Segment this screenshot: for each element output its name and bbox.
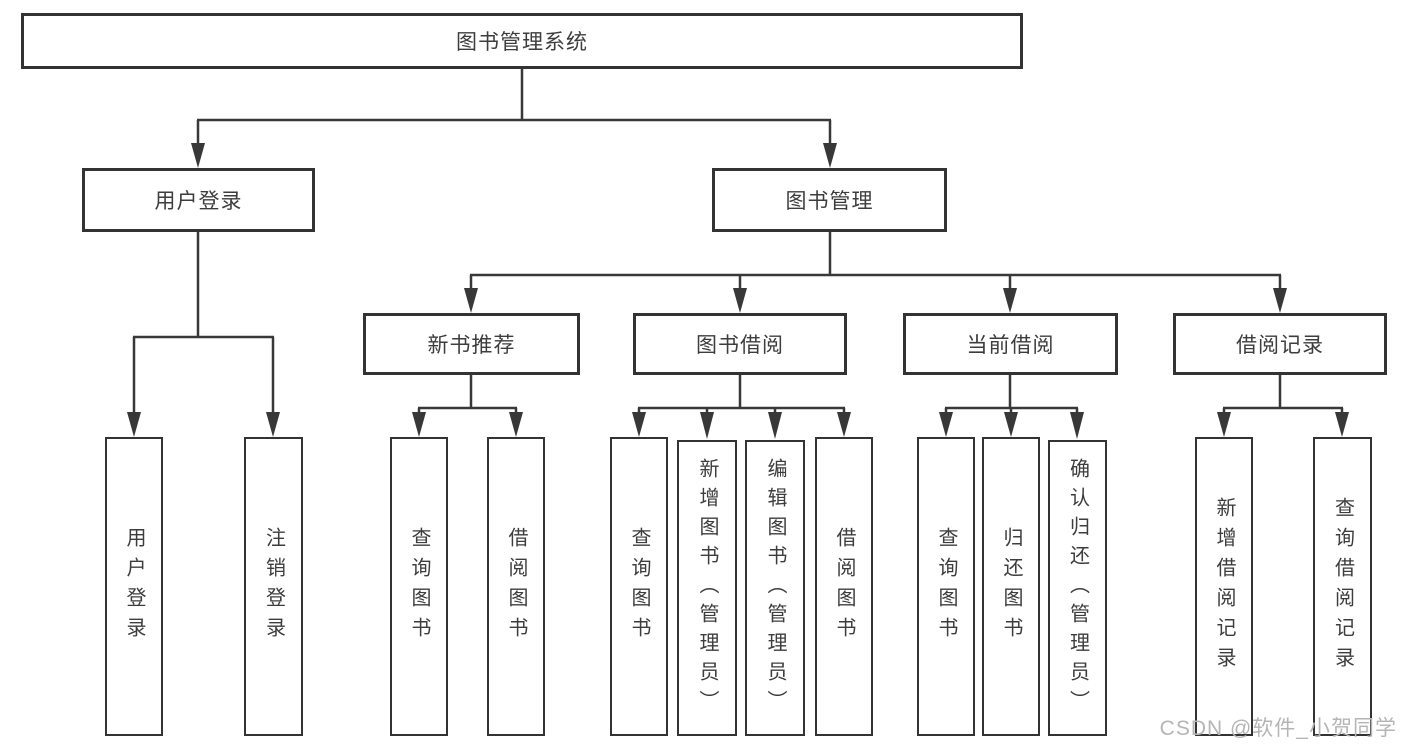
arrow-icon: [700, 412, 714, 439]
leaf-label: 借阅图书: [505, 526, 527, 647]
leaf-label: 查询图书: [408, 526, 430, 647]
arrow-icon: [1335, 412, 1349, 437]
arrow-icon: [768, 412, 782, 439]
arrow-icon: [464, 288, 478, 313]
leaf-edit-book-admin: 编辑图书（管理员）: [745, 440, 805, 736]
node-label: 用户登录: [154, 190, 243, 213]
node-label: 新书推荐: [427, 334, 516, 357]
node-user-login-branch: 用户登录: [82, 168, 315, 232]
arrow-icon: [266, 412, 280, 437]
arrow-icon: [127, 412, 141, 437]
csdn-watermark: CSDN @软件_小贺同学: [1159, 717, 1397, 740]
leaf-confirm-return-admin: 确认归还（管理员）: [1048, 440, 1107, 736]
node-book-management: 图书管理: [712, 168, 947, 232]
leaf-newbook-query-books: 查询图书: [390, 437, 448, 736]
arrow-icon: [837, 412, 851, 437]
arrow-icon: [1070, 412, 1084, 439]
node-library-management-system: 图书管理系统: [21, 13, 1023, 69]
leaf-label: 新增借阅记录: [1213, 496, 1235, 677]
leaf-add-borrow-record: 新增借阅记录: [1195, 437, 1253, 736]
node-borrowing-records: 借阅记录: [1173, 313, 1387, 375]
leaf-label: 归还图书: [1000, 526, 1022, 647]
arrow-icon: [1003, 288, 1017, 313]
node-label: 图书管理系统: [456, 31, 588, 54]
leaf-label: 借阅图书: [833, 526, 855, 647]
node-label: 当前借阅: [966, 334, 1055, 357]
node-label: 借阅记录: [1236, 334, 1324, 357]
leaf-borrowing-borrow-books: 借阅图书: [815, 437, 873, 736]
leaf-current-query-books: 查询图书: [917, 437, 975, 736]
arrow-icon: [939, 412, 953, 437]
node-new-book-recommend: 新书推荐: [363, 313, 580, 375]
leaf-label: 查询图书: [935, 526, 957, 647]
leaf-query-borrow-record: 查询借阅记录: [1313, 437, 1372, 736]
arrow-icon: [823, 143, 837, 168]
leaf-user-login: 用户登录: [105, 437, 163, 736]
node-book-borrowing: 图书借阅: [633, 313, 847, 375]
leaf-newbook-borrow-books: 借阅图书: [487, 437, 545, 736]
node-current-borrowing: 当前借阅: [903, 313, 1118, 375]
leaf-add-book-admin: 新增图书（管理员）: [677, 440, 737, 736]
node-label: 图书借阅: [696, 334, 784, 357]
arrow-icon: [191, 143, 205, 168]
leaf-label: 编辑图书（管理员）: [764, 457, 786, 719]
node-label: 图书管理: [785, 190, 874, 213]
leaf-label: 查询图书: [628, 526, 650, 647]
leaf-logout: 注销登录: [244, 437, 303, 736]
leaf-label: 注销登录: [262, 526, 285, 647]
arrow-icon: [632, 412, 646, 437]
arrow-icon: [509, 412, 523, 437]
leaf-label: 确认归还（管理员）: [1066, 457, 1089, 719]
leaf-label: 新增图书（管理员）: [696, 457, 718, 719]
arrow-icon: [1217, 412, 1231, 437]
arrow-icon: [412, 412, 426, 437]
leaf-borrowing-query-books: 查询图书: [610, 437, 668, 736]
arrow-icon: [733, 288, 747, 313]
leaf-return-books: 归还图书: [982, 437, 1040, 736]
leaf-label: 用户登录: [123, 526, 145, 647]
arrow-icon: [1004, 412, 1018, 437]
arrow-icon: [1273, 288, 1287, 313]
leaf-label: 查询借阅记录: [1331, 496, 1354, 677]
